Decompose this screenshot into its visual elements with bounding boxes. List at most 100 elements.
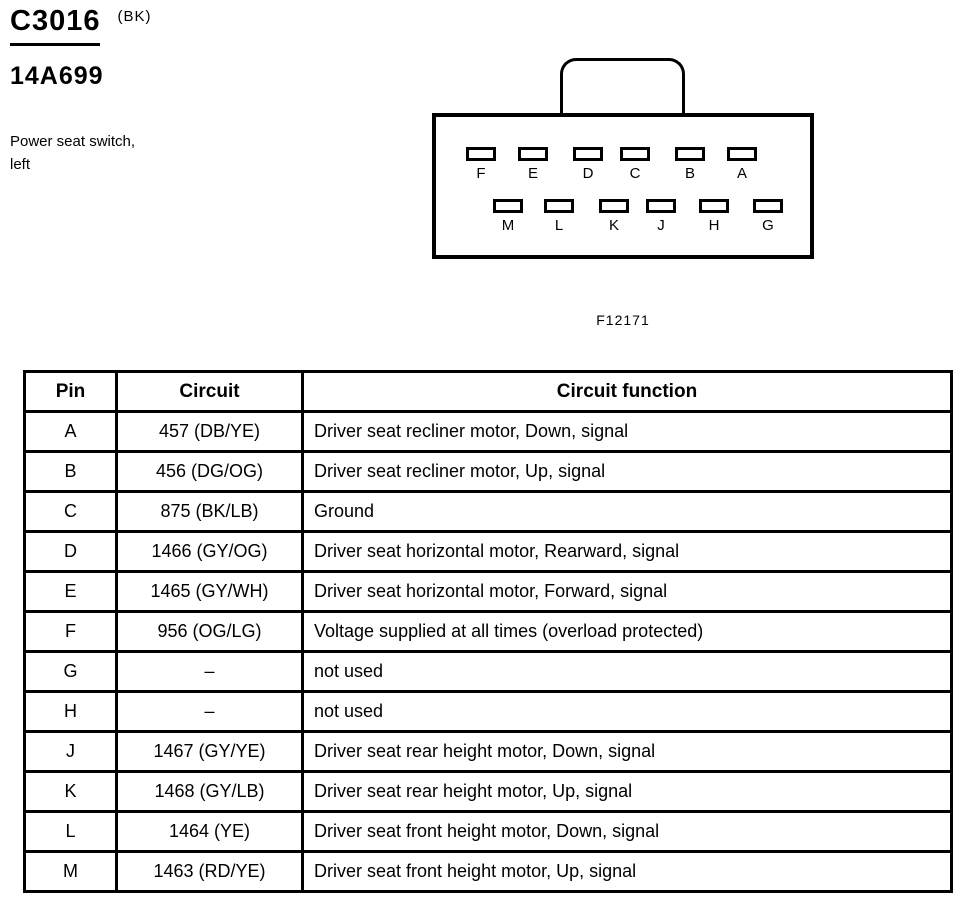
function-cell: Driver seat front height motor, Down, si… [301, 810, 953, 853]
function-cell: Voltage supplied at all times (overload … [301, 610, 953, 653]
pin-label: H [708, 217, 720, 234]
pin-cell: E [23, 570, 118, 613]
figure-number: F12171 [596, 312, 650, 328]
col-header-circuit: Circuit [115, 370, 304, 413]
function-cell: not used [301, 650, 953, 693]
pin-cavity-icon [727, 147, 757, 161]
pin-cell: A [23, 410, 118, 453]
connector-color-code: (BK) [117, 8, 152, 25]
pin-cell: G [23, 650, 118, 693]
pin-cavity-icon [599, 199, 629, 213]
pin-E: E [518, 147, 548, 182]
function-cell: not used [301, 690, 953, 733]
pin-label: C [629, 165, 641, 182]
pin-B: B [675, 147, 705, 182]
pin-cavity-icon [573, 147, 603, 161]
pin-cell: M [23, 850, 118, 893]
pin-cell: H [23, 690, 118, 733]
table-row: H–not used [23, 690, 953, 733]
circuit-cell: 1465 (GY/WH) [115, 570, 304, 613]
pin-label: K [608, 217, 619, 234]
pin-label: E [527, 165, 538, 182]
circuit-cell: 1466 (GY/OG) [115, 530, 304, 573]
connector-description: Power seat switch, left [10, 130, 135, 176]
function-cell: Driver seat rear height motor, Up, signa… [301, 770, 953, 813]
page-header: C3016 (BK) [10, 6, 151, 46]
pin-cell: J [23, 730, 118, 773]
circuit-cell: 1464 (YE) [115, 810, 304, 853]
table-header-row: Pin Circuit Circuit function [23, 370, 953, 413]
pin-cavity-icon [493, 199, 523, 213]
circuit-cell: – [115, 650, 304, 693]
pin-C: C [620, 147, 650, 182]
connector-diagram: F E D C B A M L K J H G [432, 58, 814, 259]
pin-L: L [544, 199, 574, 234]
circuit-cell: 956 (OG/LG) [115, 610, 304, 653]
pin-label: A [736, 165, 747, 182]
pin-cavity-icon [466, 147, 496, 161]
function-cell: Ground [301, 490, 953, 533]
pin-cavity-icon [620, 147, 650, 161]
pin-cavity-icon [518, 147, 548, 161]
pin-G: G [753, 199, 783, 234]
pin-A: A [727, 147, 757, 182]
circuit-cell: 1463 (RD/YE) [115, 850, 304, 893]
circuit-cell: 456 (DG/OG) [115, 450, 304, 493]
col-header-pin: Pin [23, 370, 118, 413]
function-cell: Driver seat rear height motor, Down, sig… [301, 730, 953, 773]
pin-cavity-icon [753, 199, 783, 213]
pin-F: F [466, 147, 496, 182]
pin-D: D [573, 147, 603, 182]
circuit-cell: 875 (BK/LB) [115, 490, 304, 533]
circuit-cell: 1468 (GY/LB) [115, 770, 304, 813]
pin-cell: L [23, 810, 118, 853]
circuit-cell: 1467 (GY/YE) [115, 730, 304, 773]
connector-body: F E D C B A M L K J H G [432, 113, 814, 259]
pin-label: L [554, 217, 564, 234]
pin-cell: C [23, 490, 118, 533]
part-number: 14A699 [10, 62, 104, 90]
pin-cavity-icon [646, 199, 676, 213]
pin-J: J [646, 199, 676, 234]
pin-cavity-icon [544, 199, 574, 213]
function-cell: Driver seat front height motor, Up, sign… [301, 850, 953, 893]
function-cell: Driver seat horizontal motor, Rearward, … [301, 530, 953, 573]
pin-cell: K [23, 770, 118, 813]
function-cell: Driver seat recliner motor, Down, signal [301, 410, 953, 453]
pin-label: B [684, 165, 695, 182]
col-header-circuit-function: Circuit function [301, 370, 953, 413]
pin-H: H [699, 199, 729, 234]
pin-label: G [762, 217, 774, 234]
table-row: G–not used [23, 650, 953, 693]
pin-label: D [582, 165, 594, 182]
function-cell: Driver seat horizontal motor, Forward, s… [301, 570, 953, 613]
pin-cell: D [23, 530, 118, 573]
description-line-1: Power seat switch, [10, 133, 136, 150]
pin-K: K [599, 199, 629, 234]
pin-label: M [501, 217, 515, 234]
pin-cavity-icon [699, 199, 729, 213]
connector-id: C3016 [10, 6, 101, 46]
circuit-cell: 457 (DB/YE) [115, 410, 304, 453]
pin-cell: B [23, 450, 118, 493]
pin-label: J [657, 217, 665, 234]
pin-label: F [476, 165, 486, 182]
description-line-2: left [10, 156, 31, 173]
pin-cavity-icon [675, 147, 705, 161]
pin-cell: F [23, 610, 118, 653]
function-cell: Driver seat recliner motor, Up, signal [301, 450, 953, 493]
pin-M: M [493, 199, 523, 234]
circuit-cell: – [115, 690, 304, 733]
connector-lock-tab [560, 58, 685, 113]
